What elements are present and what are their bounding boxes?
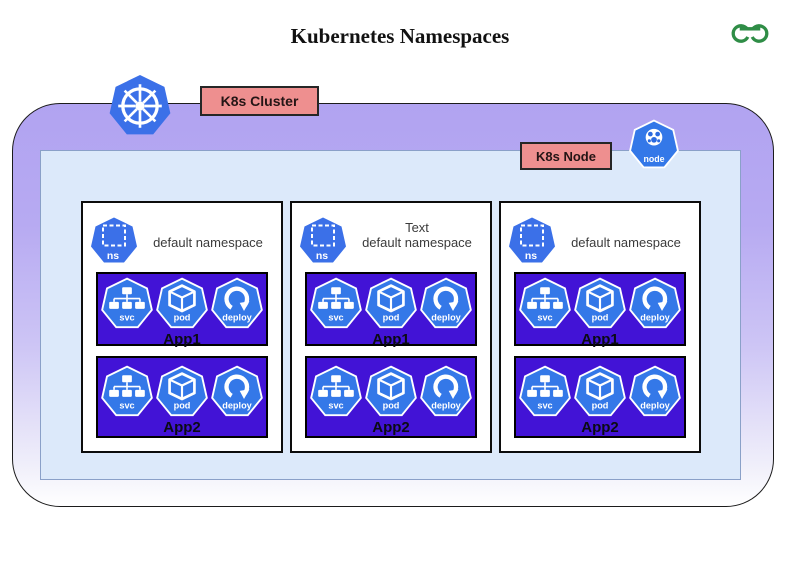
pod-icon-label: pod — [592, 401, 609, 411]
app-icon-row: svc pod deploy — [518, 277, 682, 331]
svc-icon-label: svc — [537, 401, 552, 411]
svc-icon: svc — [310, 365, 362, 417]
app-label: App1 — [372, 331, 410, 348]
svc-icon: svc — [519, 277, 571, 329]
app-label: App2 — [372, 419, 410, 436]
namespace-icon: ns — [509, 217, 555, 263]
deploy-icon: deploy — [211, 365, 263, 417]
pod-icon-label: pod — [383, 313, 400, 323]
namespace-icon: ns — [91, 217, 137, 263]
kubernetes-logo-icon — [109, 74, 171, 135]
svc-icon-label: svc — [328, 401, 343, 411]
app-box: svc pod deploy App1 — [305, 272, 477, 348]
svc-icon: svc — [310, 277, 362, 329]
namespace-title: Text default namespace — [348, 203, 486, 250]
deploy-icon-label: deploy — [222, 401, 252, 411]
app-label: App1 — [581, 331, 619, 348]
page-title: Kubernetes Namespaces — [290, 24, 510, 48]
ns-icon-label: ns — [107, 250, 119, 262]
deploy-icon-label: deploy — [222, 313, 252, 323]
svc-icon-label: svc — [537, 313, 552, 323]
k8s-node-boundary: ns default namespace svc pod — [40, 150, 741, 480]
namespace-title-line: Text — [405, 220, 429, 235]
namespace-title: default namespace — [557, 203, 695, 250]
node-icon-label: node — [643, 154, 664, 164]
deploy-icon: deploy — [211, 277, 263, 329]
node-icon: node — [629, 119, 679, 169]
svc-icon-label: svc — [119, 401, 134, 411]
namespace-title: default namespace — [139, 203, 277, 250]
geeksforgeeks-logo-icon — [731, 24, 769, 43]
k8s-cluster-label: K8s Cluster — [200, 86, 319, 116]
deploy-icon-label: deploy — [640, 313, 670, 323]
app-label: App2 — [163, 419, 201, 436]
namespace-title-line: default namespace — [153, 235, 263, 250]
app-box: svc pod deploy App2 — [305, 356, 477, 438]
deploy-icon: deploy — [420, 365, 472, 417]
pod-icon: pod — [365, 365, 417, 417]
deploy-icon: deploy — [420, 277, 472, 329]
app-icon-row: svc pod deploy — [309, 365, 473, 419]
pod-icon-label: pod — [174, 401, 191, 411]
ns-icon-label: ns — [525, 250, 537, 262]
namespace-box: ns Text default namespace svc pod — [290, 201, 492, 453]
app-box: svc pod deploy App2 — [514, 356, 686, 438]
app-box: svc pod deploy App1 — [96, 272, 268, 348]
deploy-icon: deploy — [629, 277, 681, 329]
app-icon-row: svc pod deploy — [100, 277, 264, 331]
svc-icon-label: svc — [119, 313, 134, 323]
ns-icon-label: ns — [316, 250, 328, 262]
deploy-icon-label: deploy — [640, 401, 670, 411]
deploy-icon: deploy — [629, 365, 681, 417]
namespace-box: ns default namespace svc pod — [81, 201, 283, 453]
pod-icon: pod — [574, 277, 626, 329]
pod-icon: pod — [156, 277, 208, 329]
pod-icon: pod — [574, 365, 626, 417]
app-icon-row: svc pod deploy — [309, 277, 473, 331]
svc-icon-label: svc — [328, 313, 343, 323]
pod-icon: pod — [365, 277, 417, 329]
namespace-icon: ns — [300, 217, 346, 263]
svc-icon: svc — [101, 365, 153, 417]
app-box: svc pod deploy App2 — [96, 356, 268, 438]
namespace-title-line: default namespace — [571, 235, 681, 250]
svc-icon: svc — [101, 277, 153, 329]
app-icon-row: svc pod deploy — [518, 365, 682, 419]
pod-icon-label: pod — [174, 313, 191, 323]
app-box: svc pod deploy App1 — [514, 272, 686, 348]
pod-icon-label: pod — [592, 313, 609, 323]
namespace-title-line: default namespace — [362, 235, 472, 250]
pod-icon-label: pod — [383, 401, 400, 411]
app-label: App1 — [163, 331, 201, 348]
k8s-node-label: K8s Node — [520, 142, 612, 170]
deploy-icon-label: deploy — [431, 401, 461, 411]
pod-icon: pod — [156, 365, 208, 417]
app-icon-row: svc pod deploy — [100, 365, 264, 419]
svc-icon: svc — [519, 365, 571, 417]
deploy-icon-label: deploy — [431, 313, 461, 323]
namespace-box: ns default namespace svc pod — [499, 201, 701, 453]
app-label: App2 — [581, 419, 619, 436]
